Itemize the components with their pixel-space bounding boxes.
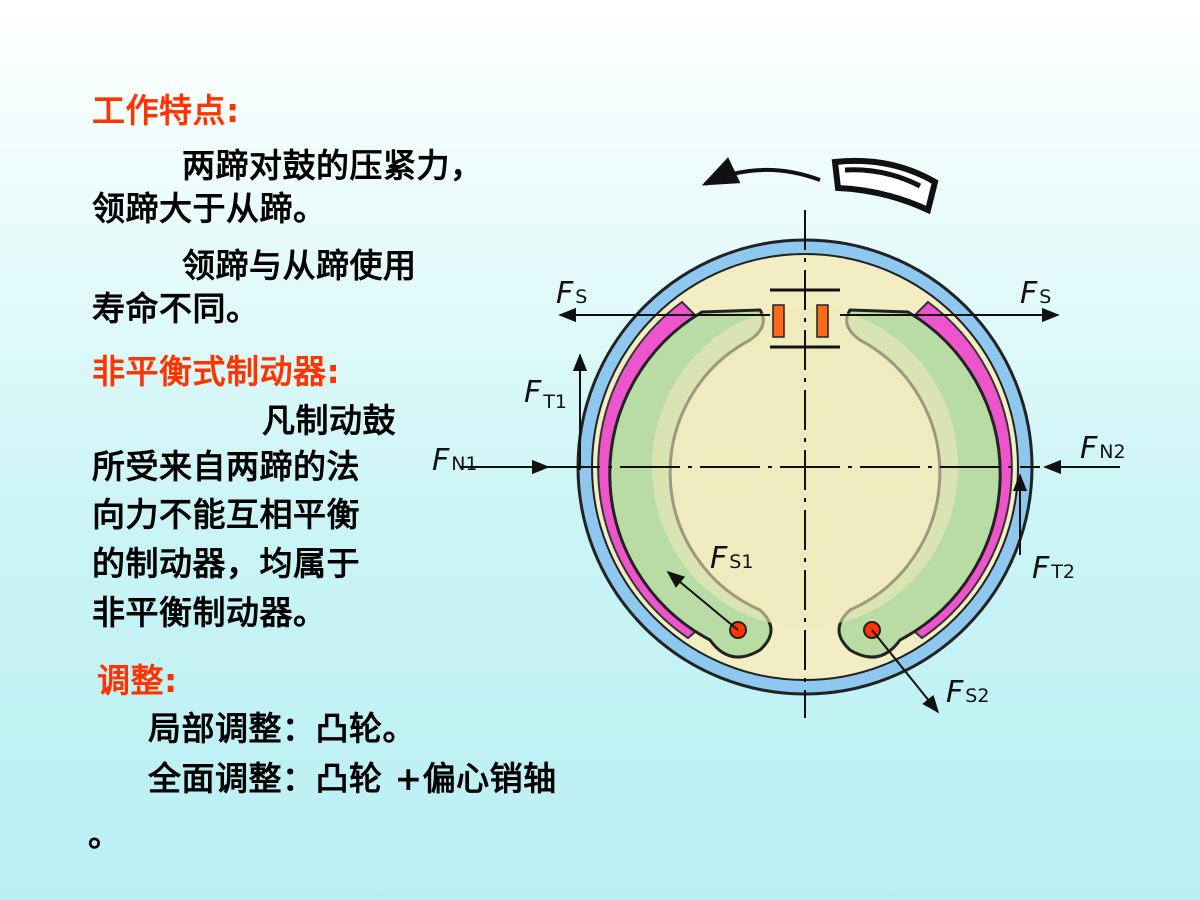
drum-fragment <box>831 157 939 215</box>
rotation-arrow <box>701 157 821 186</box>
text-line: 。 <box>88 815 122 854</box>
text-line: 凡制动鼓 <box>262 401 396 440</box>
arrow-fs1 <box>666 570 739 631</box>
text-line: 全面调整：凸轮 +偏心销轴 <box>148 759 557 798</box>
heading-non-balanced-brake: 非平衡式制动器: <box>92 352 341 391</box>
text-line: 局部调整：凸轮。 <box>148 709 416 748</box>
text-line: 领蹄大于从蹄。 <box>92 189 327 228</box>
text-line: 寿命不同。 <box>92 289 260 328</box>
text-line: 的制动器，均属于 <box>92 544 360 583</box>
text-line: 两蹄对鼓的压紧力， <box>182 146 484 185</box>
text-line: 领蹄与从蹄使用 <box>182 246 417 285</box>
cam-right-block <box>816 304 829 338</box>
cam-left-block <box>772 304 785 338</box>
text-line: 所受来自两蹄的法 <box>92 447 360 486</box>
text-line: 向力不能互相平衡 <box>92 495 360 534</box>
text-line: 非平衡制动器。 <box>92 593 327 632</box>
heading-adjustment: 调整: <box>97 661 178 700</box>
heading-working-features: 工作特点: <box>92 91 240 130</box>
arrow-fs2 <box>871 629 940 714</box>
